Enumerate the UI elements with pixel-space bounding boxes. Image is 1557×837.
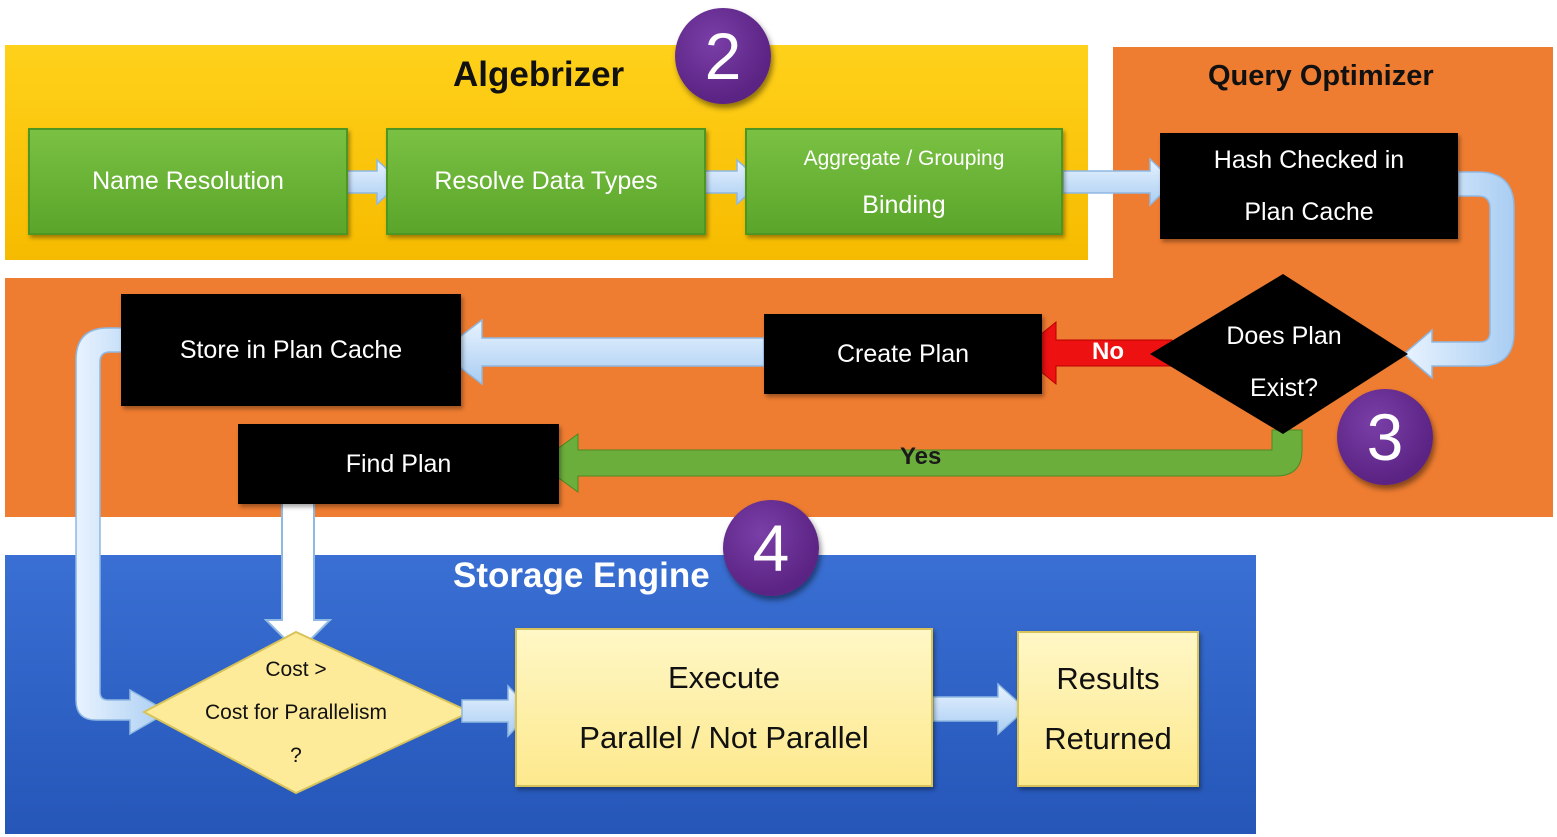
store-plan-cache-label: Store in Plan Cache: [179, 335, 403, 364]
resolve-data-types-label: Resolve Data Types: [434, 167, 658, 195]
results-line2: Returned: [1044, 721, 1172, 756]
plan-exist-line2: Exist?: [1249, 374, 1319, 402]
cost-line2: Cost for Parallelism: [204, 701, 388, 724]
arrow-store-to-cost: [75, 327, 170, 736]
arrow-create-to-store: [438, 318, 765, 386]
yes-label: Yes: [900, 443, 942, 470]
name-resolution-label: Name Resolution: [92, 167, 284, 195]
execute-line1: Execute: [667, 659, 780, 695]
hash-checked-line1: Hash Checked in: [1213, 146, 1405, 174]
step-badge-3: 3: [1337, 389, 1433, 485]
plan-exist-line1: Does Plan: [1226, 322, 1342, 350]
store-plan-cache-box: Store in Plan Cache: [121, 294, 461, 406]
cost-line3: ?: [290, 744, 302, 767]
step-badge-2: 2: [675, 8, 771, 104]
aggregate-grouping-label: Aggregate / Grouping: [803, 146, 1005, 170]
cost-decision-text: Cost > Cost for Parallelism ?: [176, 648, 416, 777]
step-badge-4: 4: [723, 500, 819, 596]
find-plan-label: Find Plan: [345, 449, 452, 478]
hash-checked-line2: Plan Cache: [1244, 198, 1374, 226]
plan-exist-diamond: [1150, 274, 1408, 434]
create-plan-box: Create Plan: [764, 314, 1042, 394]
name-resolution-box: Name Resolution: [28, 128, 348, 235]
arrow-yes: [537, 429, 1303, 493]
find-plan-box: Find Plan: [238, 424, 559, 504]
arrow-find-to-cost: [263, 502, 333, 654]
execute-line2: Parallel / Not Parallel: [579, 719, 869, 755]
cost-line1: Cost >: [265, 658, 327, 681]
cost-decision-diamond: [141, 630, 473, 795]
aggregate-binding-box: Aggregate / Grouping Binding: [745, 128, 1063, 235]
plan-exist-text: Does Plan Exist?: [1200, 310, 1368, 414]
hash-checked-box: Hash Checked in Plan Cache: [1160, 133, 1458, 239]
results-line1: Results: [1056, 661, 1160, 696]
resolve-data-types-box: Resolve Data Types: [386, 128, 706, 235]
arrow-execute-to-results: [932, 682, 1028, 736]
no-label: No: [1092, 338, 1124, 365]
query-optimizer-title: Query Optimizer: [1208, 60, 1434, 92]
results-returned-box: Results Returned: [1017, 631, 1199, 787]
storage-engine-title: Storage Engine: [453, 556, 710, 595]
execute-box: Execute Parallel / Not Parallel: [515, 628, 933, 787]
arrow-aggregate-to-hash: [1062, 157, 1176, 207]
create-plan-label: Create Plan: [836, 339, 970, 368]
binding-label: Binding: [862, 190, 946, 219]
algebrizer-title: Algebrizer: [453, 55, 625, 94]
